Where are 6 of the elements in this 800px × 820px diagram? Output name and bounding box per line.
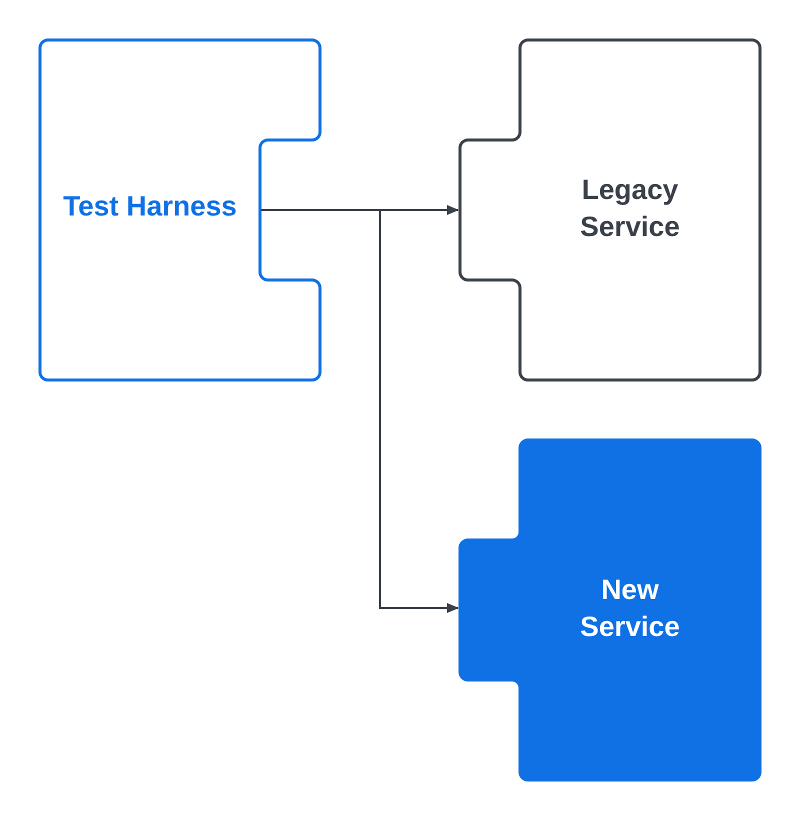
component-shape — [460, 40, 760, 380]
component-shape — [460, 440, 760, 780]
component-shape — [40, 40, 320, 380]
node-label: New Service — [579, 573, 681, 644]
node-label: Legacy Service — [579, 173, 681, 244]
node-label: Test Harness — [62, 190, 238, 224]
